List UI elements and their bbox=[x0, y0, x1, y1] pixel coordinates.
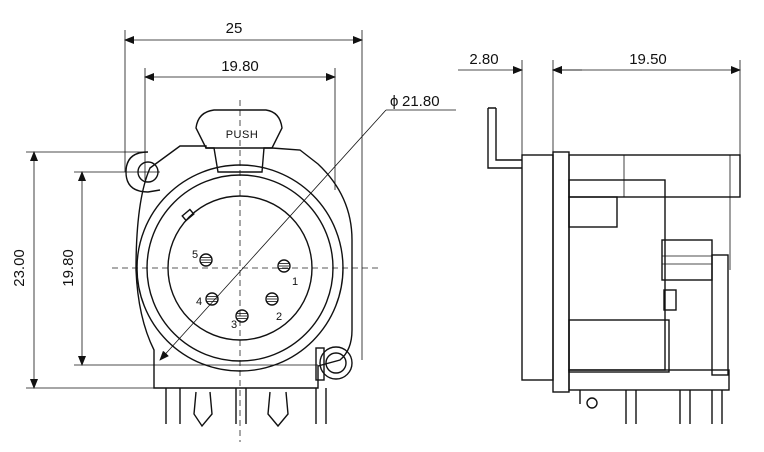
side-pcb-foot bbox=[568, 369, 730, 391]
push-latch bbox=[195, 109, 283, 173]
pin-group: 1 2 3 4 5 bbox=[192, 249, 298, 331]
side-small-tab bbox=[663, 289, 677, 311]
pin-2-label: 2 bbox=[276, 311, 282, 323]
push-label: PUSH bbox=[226, 129, 259, 141]
side-lower-block bbox=[568, 319, 670, 373]
mounting-hole-bottom-right-outer bbox=[319, 346, 353, 380]
pin-4 bbox=[205, 292, 219, 306]
overall-width-label: 25 bbox=[226, 20, 243, 37]
pin-3-label: 3 bbox=[231, 319, 237, 331]
pin-1 bbox=[277, 259, 291, 273]
insert-face bbox=[167, 195, 313, 341]
mounting-hole-top-left bbox=[137, 161, 159, 183]
side-rear-bracket bbox=[711, 254, 729, 376]
inner-width-label: 19.80 bbox=[221, 58, 259, 75]
pin-1-label: 1 bbox=[292, 276, 298, 288]
pin-5 bbox=[199, 253, 213, 267]
outer-ring bbox=[136, 164, 344, 372]
side-leads bbox=[579, 390, 723, 424]
pin-3 bbox=[235, 309, 249, 323]
latch-tab bbox=[315, 347, 325, 381]
side-flange-plate bbox=[521, 154, 554, 381]
side-view: 2.80 19.50 bbox=[458, 51, 741, 424]
pin-5-label: 5 bbox=[192, 249, 198, 261]
flange-outline bbox=[135, 145, 353, 389]
bent-latch-lead bbox=[487, 107, 522, 169]
pin-2 bbox=[265, 292, 279, 306]
diameter-leader bbox=[159, 109, 387, 361]
inner-height-label: 19.80 bbox=[60, 249, 77, 287]
flange-dimension-label: 2.80 bbox=[469, 51, 498, 68]
mounting-ear bbox=[125, 151, 161, 193]
depth-dimension-label: 19.50 bbox=[629, 51, 667, 68]
side-main-body bbox=[552, 151, 570, 393]
key-notch bbox=[181, 208, 195, 222]
diameter-symbol: ϕ bbox=[390, 93, 398, 110]
front-leads bbox=[165, 388, 327, 428]
side-cavity bbox=[568, 196, 618, 228]
front-view: PUSH 1 2 3 4 5 ϕ 21.80 25 19.80 23.00 19.80 bbox=[11, 20, 456, 442]
middle-ring bbox=[146, 174, 334, 362]
overall-height-label: 23.00 bbox=[11, 249, 28, 287]
extension-lines bbox=[26, 30, 363, 389]
side-housing bbox=[568, 154, 741, 198]
side-latch-block bbox=[661, 239, 713, 281]
diameter-label: 21.80 bbox=[402, 93, 440, 110]
mounting-hole-bottom-right bbox=[325, 352, 347, 374]
pin-4-label: 4 bbox=[196, 296, 202, 308]
